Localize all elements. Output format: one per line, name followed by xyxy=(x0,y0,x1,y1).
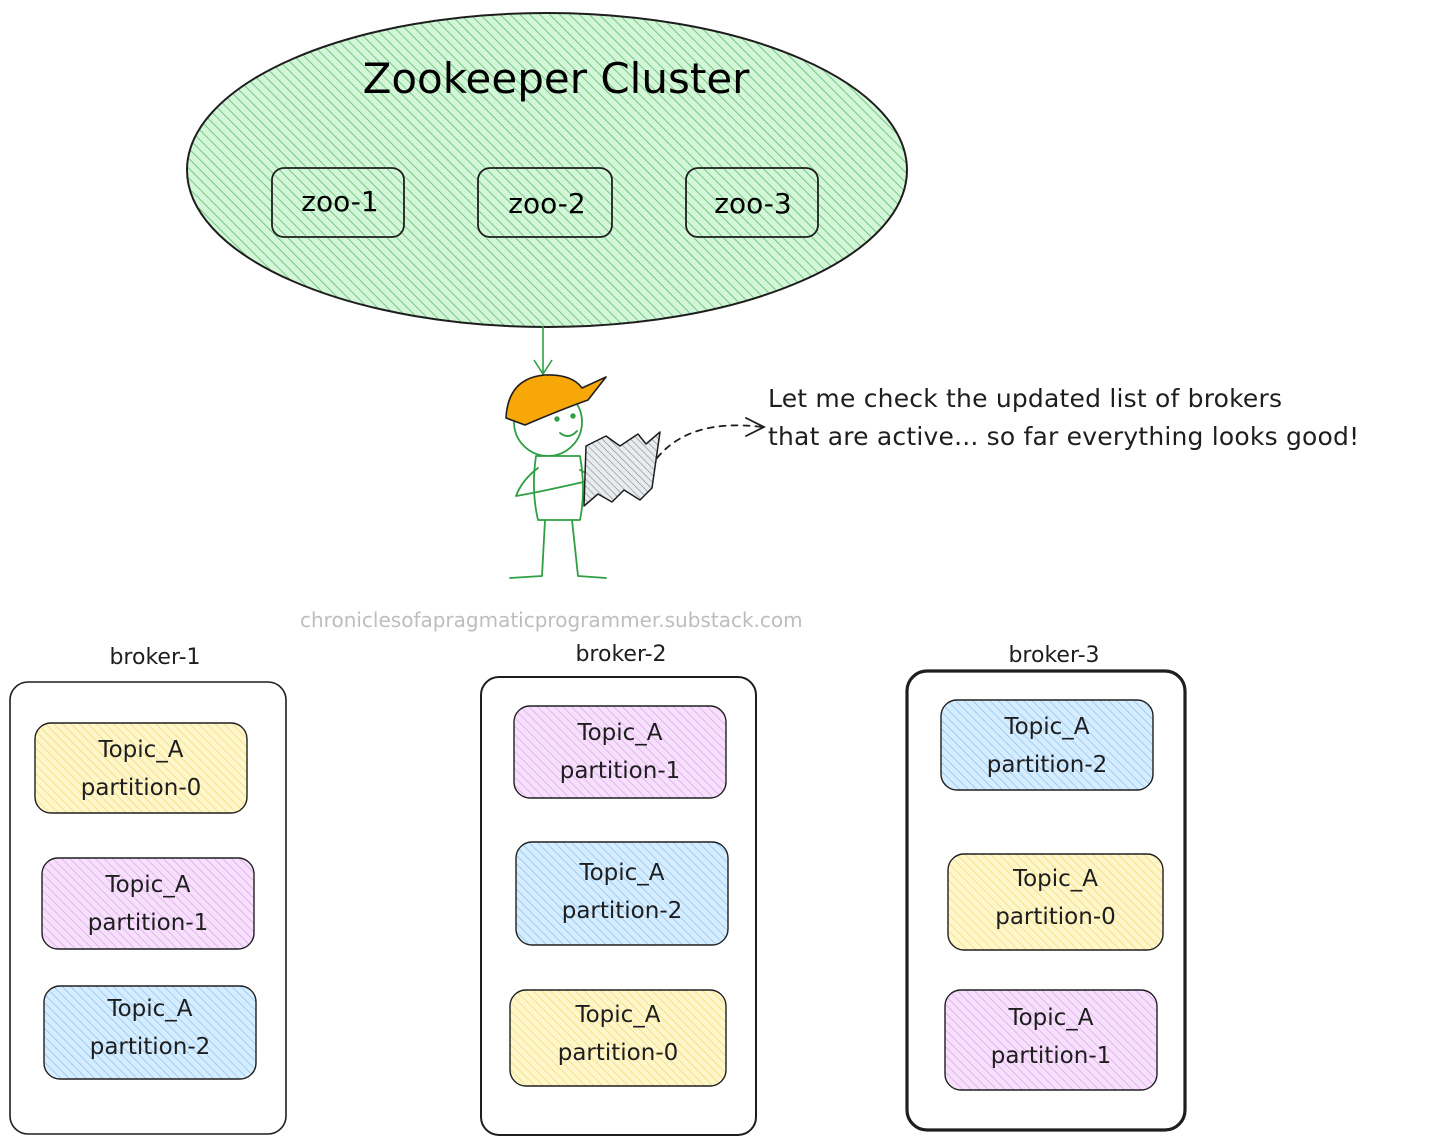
partition-name: partition-0 xyxy=(557,1040,679,1066)
hard-hat-icon xyxy=(505,374,607,426)
partition-name: partition-2 xyxy=(89,1034,211,1060)
partition-label: Topic_A partition-0 xyxy=(948,860,1163,936)
partition-label: Topic_A partition-2 xyxy=(44,990,256,1066)
partition-box xyxy=(509,989,727,1087)
zoo-node-label: zoo-1 xyxy=(301,185,378,218)
partition-box xyxy=(41,857,255,950)
cluster-to-controller-arrow xyxy=(533,326,553,376)
speech-arrow xyxy=(656,417,767,459)
partition-topic: Topic_A xyxy=(579,860,665,886)
speech-line-1: Let me check the updated list of brokers xyxy=(768,384,1283,413)
partition-label: Topic_A partition-1 xyxy=(42,866,254,942)
partition-box xyxy=(944,989,1158,1091)
partition-box xyxy=(34,722,248,814)
broker-3-label: broker-3 xyxy=(1008,643,1100,668)
partition-box xyxy=(43,985,257,1080)
partition-name: partition-1 xyxy=(559,758,681,784)
watermark: chroniclesofapragmaticprogrammer.substac… xyxy=(300,608,803,632)
partition-topic: Topic_A xyxy=(1004,714,1090,740)
broker-1-label: broker-1 xyxy=(109,645,201,670)
zoo-node-1: zoo-1 xyxy=(271,167,405,238)
partition-topic: Topic_A xyxy=(107,996,193,1022)
map-icon xyxy=(583,431,661,507)
partition-box xyxy=(513,705,727,799)
partition-name: partition-1 xyxy=(87,910,209,936)
partition-box xyxy=(940,699,1154,791)
zoo-node-label: zoo-3 xyxy=(714,187,791,220)
partition-name: partition-2 xyxy=(986,752,1108,778)
partition-name: partition-0 xyxy=(80,775,202,801)
partition-label: Topic_A partition-2 xyxy=(941,708,1153,784)
controller-speech: Let me check the updated list of brokers… xyxy=(768,380,1359,456)
partition-label: Topic_A partition-1 xyxy=(945,999,1157,1075)
partition-label: Topic_A partition-0 xyxy=(510,996,726,1072)
partition-topic: Topic_A xyxy=(105,872,191,898)
partition-label: Topic_A partition-2 xyxy=(516,854,728,930)
zoo-node-label: zoo-2 xyxy=(508,187,585,220)
zoo-node-3: zoo-3 xyxy=(685,167,819,238)
speech-line-2: that are active... so far everything loo… xyxy=(768,422,1360,451)
partition-topic: Topic_A xyxy=(98,737,184,763)
partition-topic: Topic_A xyxy=(1008,1005,1094,1031)
partition-label: Topic_A partition-0 xyxy=(35,731,247,807)
partition-label: Topic_A partition-1 xyxy=(514,714,726,790)
controller-figure xyxy=(505,374,661,579)
partition-name: partition-1 xyxy=(990,1043,1112,1069)
broker-2-label: broker-2 xyxy=(575,642,667,667)
partition-box xyxy=(515,841,729,946)
partition-name: partition-0 xyxy=(995,904,1116,930)
partition-box xyxy=(947,853,1164,951)
zoo-node-2: zoo-2 xyxy=(477,167,613,238)
partition-topic: Topic_A xyxy=(575,1002,661,1028)
partition-topic: Topic_A xyxy=(577,720,663,746)
partition-name: partition-2 xyxy=(561,898,683,924)
zookeeper-cluster: Zookeeper Cluster zoo-1 zoo-2 zoo-3 xyxy=(186,12,908,328)
cluster-title: Zookeeper Cluster xyxy=(363,54,751,103)
partition-topic: Topic_A xyxy=(1012,866,1099,892)
